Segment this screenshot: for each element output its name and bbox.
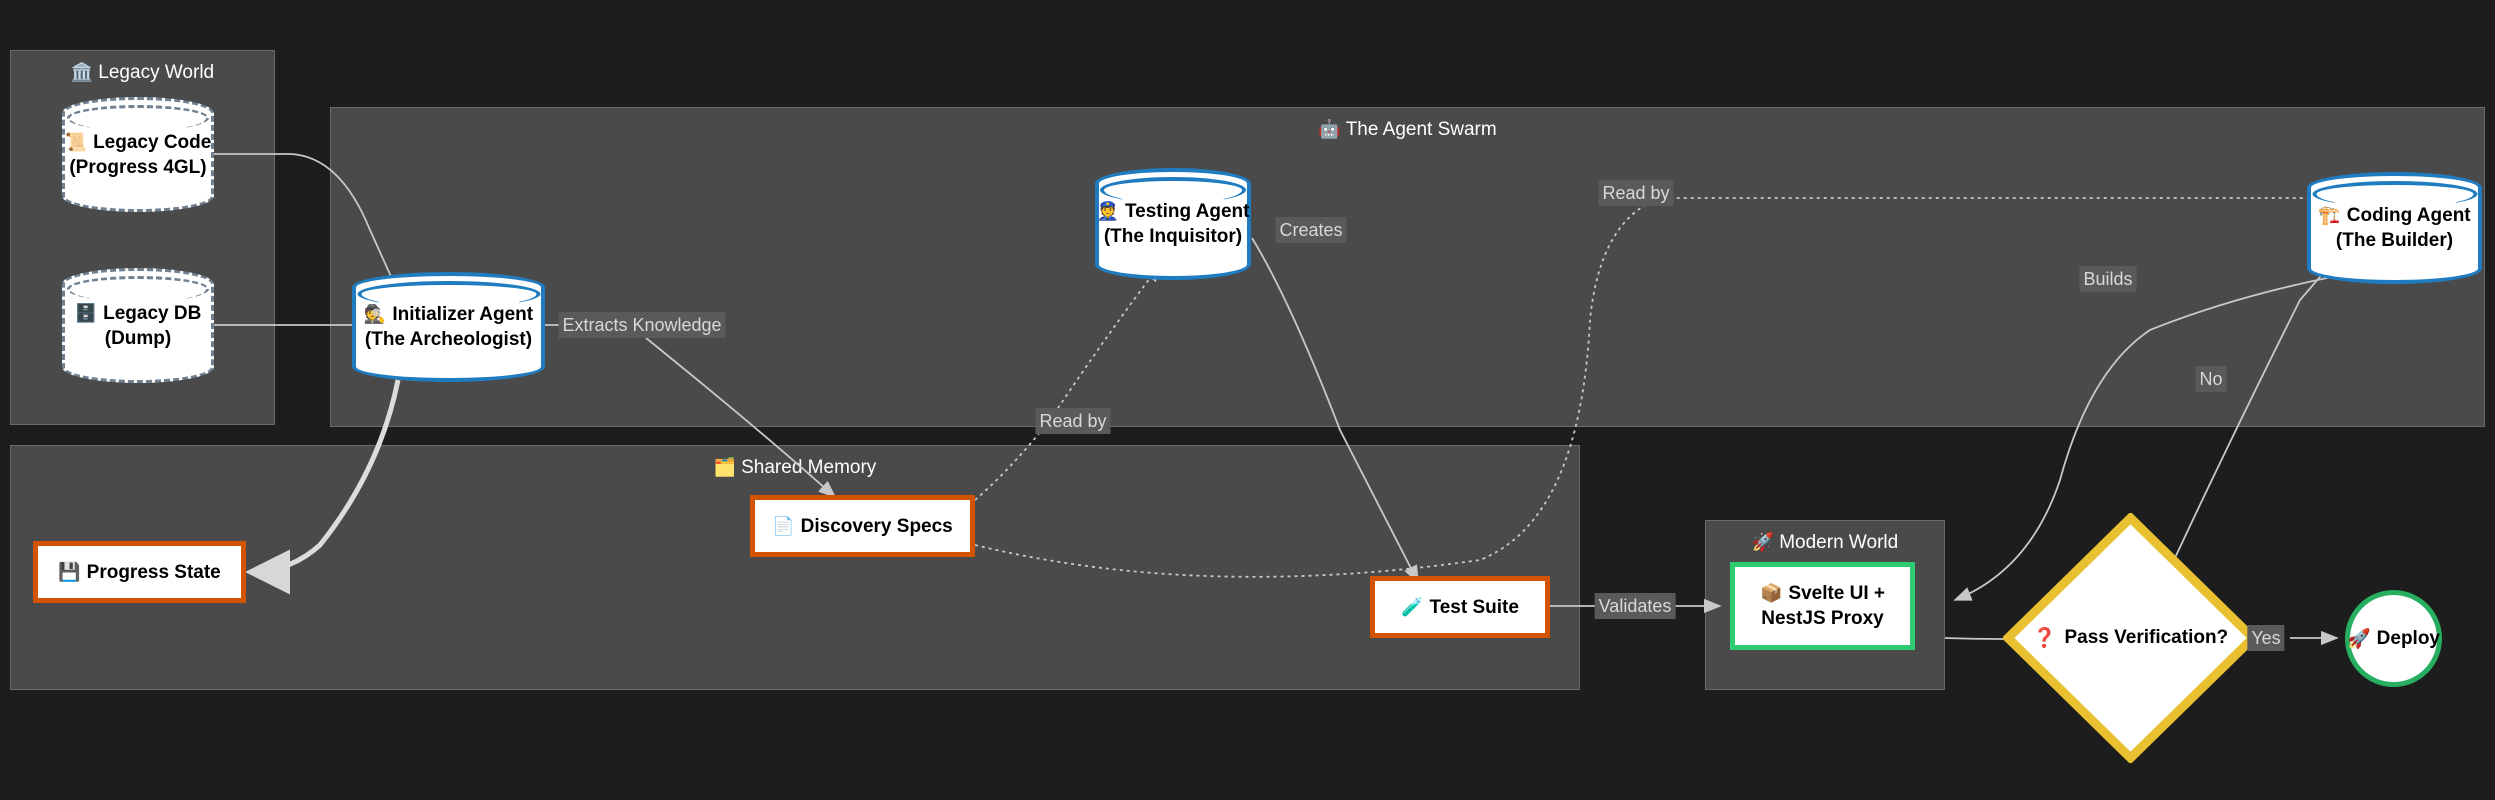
edge-label-no: No (2195, 366, 2227, 392)
test-tube-icon: 🧪 (1401, 596, 1424, 617)
cylinder-top-cap (67, 276, 209, 302)
edge-label-extracts-knowledge: Extracts Knowledge (558, 312, 726, 338)
cylinder-top-cap (67, 105, 209, 131)
floppy-disk-icon: 💾 (58, 561, 81, 582)
diamond-shape (2003, 513, 2258, 763)
node-initializer-agent-line1: 🕵️Initializer Agent (363, 304, 534, 325)
node-discovery-specs[interactable]: 📄Discovery Specs (750, 495, 975, 557)
rocket-icon: 🚀 (2346, 628, 2371, 650)
edge-label-builds: Builds (2079, 266, 2137, 292)
node-initializer-agent-line2: (The Archeologist) (364, 329, 533, 350)
node-legacy-code-line2: (Progress 4GL) (69, 156, 207, 178)
robot-icon: 🤖 (1318, 119, 1341, 139)
node-testing-agent[interactable]: 👮Testing Agent (The Inquisitor) (1095, 168, 1251, 280)
node-pass-verification-label: ❓Pass Verification? (2032, 627, 2229, 649)
node-legacy-code[interactable]: 📜Legacy Code (Progress 4GL) (62, 97, 214, 212)
question-mark-icon: ❓ (2032, 628, 2057, 649)
page-facing-up-icon: 📄 (772, 515, 795, 536)
edge-label-read-by-testing: Read by (1035, 408, 1111, 434)
node-svelte-nestjs[interactable]: 📦Svelte UI + NestJS Proxy (1730, 562, 1915, 650)
node-test-suite[interactable]: 🧪Test Suite (1370, 576, 1550, 638)
building-construction-icon: 🏗️ (2318, 205, 2341, 225)
card-index-dividers-icon: 🗂️ (713, 457, 737, 477)
node-deploy[interactable]: 🚀Deploy (2345, 590, 2442, 687)
scroll-icon: 📜 (64, 131, 88, 152)
node-legacy-db[interactable]: 🗄️Legacy DB (Dump) (62, 268, 214, 383)
classical-building-icon: 🏛️ (70, 62, 94, 82)
node-svelte-nestjs-line1: 📦Svelte UI + (1759, 583, 1886, 604)
node-pass-verification[interactable]: ❓Pass Verification? (2003, 513, 2258, 763)
cluster-agent-swarm-title: 🤖The Agent Swarm (1318, 119, 1497, 140)
node-coding-agent-line1: 🏗️Coding Agent (2318, 205, 2471, 226)
node-test-suite-label: 🧪Test Suite (1401, 596, 1519, 618)
cluster-modern-world-title: 🚀Modern World (1751, 532, 1899, 553)
node-coding-agent-line2: (The Builder) (2335, 230, 2454, 251)
file-cabinet-icon: 🗄️ (74, 302, 98, 323)
cluster-legacy-world-title: 🏛️Legacy World (70, 62, 215, 83)
edge-label-yes: Yes (2247, 625, 2285, 651)
node-legacy-code-line1: 📜Legacy Code (64, 131, 212, 153)
edge-label-validates: Validates (1594, 593, 1676, 619)
node-svelte-nestjs-line2: NestJS Proxy (1761, 608, 1884, 629)
cluster-agent-swarm: 🤖The Agent Swarm (330, 107, 2485, 427)
node-legacy-db-line2: (Dump) (104, 327, 172, 349)
package-icon: 📦 (1759, 583, 1783, 603)
police-officer-icon: 👮 (1096, 201, 1119, 221)
node-testing-agent-line2: (The Inquisitor) (1103, 226, 1243, 247)
node-legacy-db-line1: 🗄️Legacy DB (74, 302, 202, 324)
node-progress-state-label: 💾Progress State (58, 561, 221, 583)
node-initializer-agent[interactable]: 🕵️Initializer Agent (The Archeologist) (352, 272, 545, 382)
edge-label-creates: Creates (1275, 217, 1347, 243)
detective-icon: 🕵️ (363, 304, 387, 324)
node-testing-agent-line1: 👮Testing Agent (1096, 201, 1250, 222)
node-discovery-specs-label: 📄Discovery Specs (772, 515, 953, 537)
rocket-icon: 🚀 (1751, 532, 1775, 552)
edge-label-read-by-coding: Read by (1598, 180, 1674, 206)
node-coding-agent[interactable]: 🏗️Coding Agent (The Builder) (2307, 172, 2482, 284)
node-progress-state[interactable]: 💾Progress State (33, 541, 246, 603)
cluster-shared-memory-title: 🗂️Shared Memory (713, 457, 877, 478)
